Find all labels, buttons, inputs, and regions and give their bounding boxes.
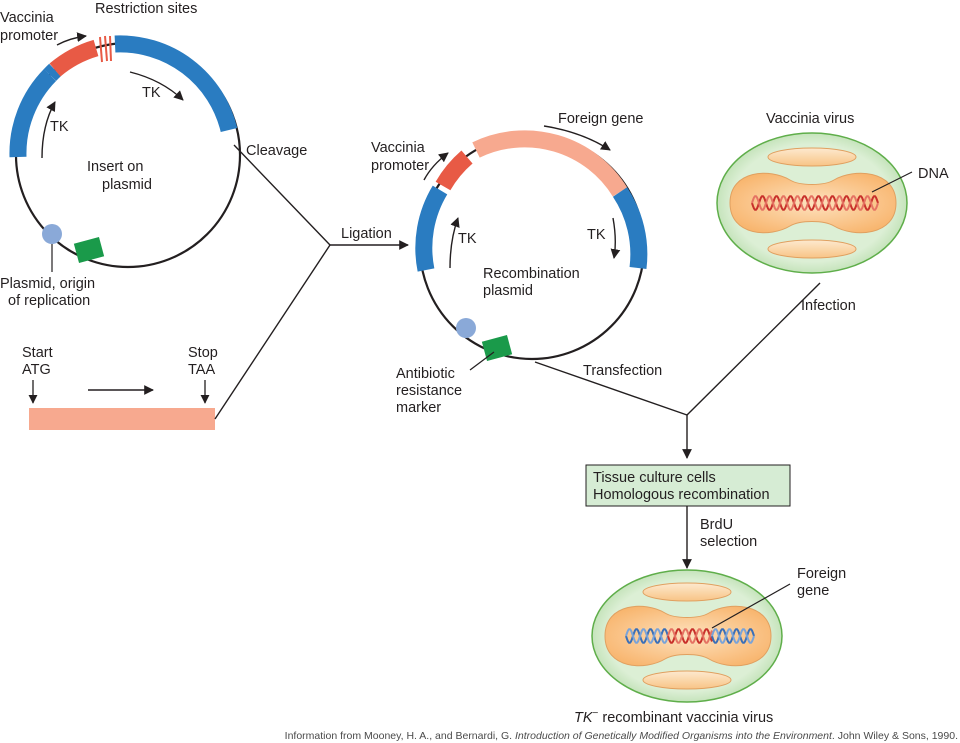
vaccinia-promoter-label-2b: promoter [371,158,429,174]
vaccinia-virus: Vaccinia virus DNA [716,111,949,274]
marker-box [73,236,105,264]
restriction-sites-label: Restriction sites [95,1,197,17]
recombinant-dna-helix [625,628,755,644]
start-label-b: ATG [22,362,51,378]
recombinant-virus: Foreign gene TK− recombinant vaccinia vi… [574,566,846,726]
brdu-label-b: selection [700,534,757,550]
restriction-sites-marks [99,35,112,63]
origin-dot-2 [456,318,476,338]
gene-insert-bar [29,408,215,430]
origin-label-b: of replication [8,293,90,309]
transfection-label: Transfection [583,363,662,379]
recombination-label-b: plasmid [483,283,533,299]
cleavage-label: Cleavage [246,143,307,159]
viral-dna-helix [751,195,879,211]
tk-right-segment-2 [612,187,648,270]
stop-label-b: TAA [188,362,215,378]
ligation-label: Ligation [341,226,392,242]
culture-box-bg [585,464,791,507]
insert-label-b: plasmid [102,177,152,193]
recombination-plasmid: Vaccinia promoter Foreign gene TK TK Rec… [371,111,648,416]
origin-of-replication-dot [42,224,62,244]
tk-right-label-2: TK [587,227,606,243]
foreign-gene-label-2b: gene [797,583,829,599]
vaccinia-promoter-label-1a: Vaccinia [0,10,55,26]
culture-line-2: Homologous recombination [593,487,770,503]
foreign-gene-label-2a: Foreign [797,566,846,582]
vaccinia-promoter-label-2a: Vaccinia [371,140,426,156]
tk-left-label-2: TK [458,231,477,247]
tk-right-segment [114,35,238,133]
dna-label: DNA [918,166,949,182]
foreign-gene-label: Foreign gene [558,111,643,127]
origin-label-a: Plasmid, origin [0,276,95,292]
vaccinia-promoter-label-1b: promoter [0,28,58,44]
recombination-label-a: Recombination [483,266,580,282]
brdu-label-a: BrdU [700,517,733,533]
vaccinia-virus-label: Vaccinia virus [766,111,854,127]
antibiotic-marker-box [481,334,513,362]
tissue-culture-box: Tissue culture cells Homologous recombin… [585,464,791,569]
vaccinia-promoter-segment-2 [435,150,473,191]
marker-label-b: resistance [396,383,462,399]
vaccinia-promoter-segment [49,39,99,77]
tk-left-segment [9,69,57,158]
infection-label: Infection [801,298,856,314]
ligation-flow: Cleavage Ligation [214,143,409,420]
tk-right-label: TK [142,85,161,101]
stop-label-a: Stop [188,345,218,361]
foreign-gene-insert: Start ATG Stop TAA [22,345,218,430]
insert-plasmid: Vaccinia promoter Restriction sites TK T… [0,1,242,309]
foreign-gene-segment [472,130,628,197]
source-credit: Information from Mooney, H. A., and Bern… [285,730,958,742]
culture-line-1: Tissue culture cells [593,470,716,486]
marker-label-a: Antibiotic [396,366,455,382]
recombinant-caption: TK− recombinant vaccinia virus [574,708,773,726]
transfection-infection-flow: Transfection Infection [534,282,856,459]
tk-left-segment-2 [415,185,448,272]
start-label-a: Start [22,345,53,361]
tk-left-label: TK [50,119,69,135]
marker-label-c: marker [396,400,441,416]
virus-core [729,172,897,234]
insert-label-a: Insert on [87,159,143,175]
